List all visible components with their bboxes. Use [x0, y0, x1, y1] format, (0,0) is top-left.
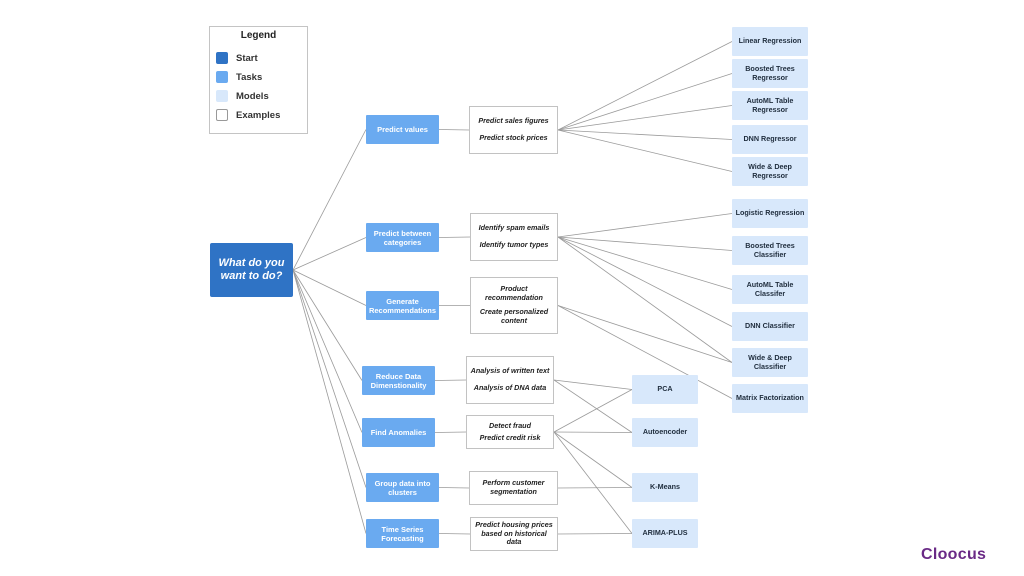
model-k-means[interactable]: K-Means: [632, 473, 698, 502]
connector-line: [438, 533, 471, 535]
connector-line: [553, 379, 633, 433]
task-predict-values[interactable]: Predict values: [366, 115, 439, 144]
connector-line: [553, 379, 633, 390]
legend-swatch-examples: [216, 109, 228, 121]
example-box[interactable]: Predict housing prices based on historic…: [470, 517, 558, 551]
model-pca[interactable]: PCA: [632, 375, 698, 404]
model-dnn-classifier[interactable]: DNN Classifier: [732, 312, 808, 341]
legend-swatch-start: [216, 52, 228, 64]
connector-line: [292, 269, 367, 488]
connector-line: [557, 533, 633, 535]
legend-item-models: Models: [216, 90, 269, 102]
legend-swatch-tasks: [216, 71, 228, 83]
example-text: Predict sales figures: [478, 116, 549, 126]
legend-label: Models: [236, 90, 269, 102]
connector-line: [292, 269, 367, 534]
task-find-anomalies[interactable]: Find Anomalies: [362, 418, 435, 447]
connector-line: [557, 236, 733, 363]
model-automl-table-regressor[interactable]: AutoML Table Regressor: [732, 91, 808, 120]
task-generate-recommendations[interactable]: Generate Recommendations: [366, 291, 439, 320]
legend-label: Tasks: [236, 71, 263, 83]
connector-line: [553, 431, 633, 488]
connector-line: [557, 73, 733, 131]
task-time-series-forecasting[interactable]: Time Series Forecasting: [366, 519, 439, 548]
task-group-data-into-clusters[interactable]: Group data into clusters: [366, 473, 439, 502]
connector-line: [292, 269, 367, 306]
model-dnn-regressor[interactable]: DNN Regressor: [732, 125, 808, 154]
legend-label: Start: [236, 52, 258, 64]
model-logistic-regression[interactable]: Logistic Regression: [732, 199, 808, 228]
example-box[interactable]: Detect fraud Predict credit risk: [466, 415, 554, 449]
connector-line: [292, 269, 363, 433]
connector-line: [553, 389, 633, 433]
connector-line: [557, 236, 733, 251]
cloocus-logo: Cloocus: [921, 546, 987, 563]
model-wide-deep-regressor[interactable]: Wide & Deep Regressor: [732, 157, 808, 186]
connector-line: [438, 487, 470, 489]
model-matrix-factorization[interactable]: Matrix Factorization: [732, 384, 808, 413]
example-text: Predict housing prices based on historic…: [475, 520, 553, 547]
model-linear-regression[interactable]: Linear Regression: [732, 27, 808, 56]
example-text: Identify spam emails: [478, 223, 550, 233]
connector-line: [557, 213, 733, 238]
model-automl-table-classifier[interactable]: AutoML Table Classifer: [732, 275, 808, 304]
task-reduce-data-dimensionality[interactable]: Reduce Data Dimenstionality: [362, 366, 435, 395]
start-node[interactable]: What do you want to do?: [210, 243, 293, 297]
example-text: Predict credit risk: [479, 432, 541, 442]
example-text: Predict stock prices: [479, 133, 548, 143]
connector-line: [557, 129, 733, 140]
connector-line: [434, 379, 467, 381]
connector-line: [553, 431, 633, 534]
legend: Legend Start Tasks Models Examples: [209, 26, 308, 134]
model-autoencoder[interactable]: Autoencoder: [632, 418, 698, 447]
legend-title: Legend: [240, 30, 277, 41]
example-box[interactable]: Predict sales figures Predict stock pric…: [469, 106, 558, 154]
example-text: Identify tumor types: [479, 240, 549, 250]
example-box[interactable]: Analysis of written text Analysis of DNA…: [466, 356, 554, 404]
example-box[interactable]: Perform customer segmentation: [469, 471, 558, 505]
example-box[interactable]: Identify spam emails Identify tumor type…: [470, 213, 558, 261]
connector-line: [553, 431, 633, 433]
connector-line: [292, 237, 367, 271]
connector-line: [557, 105, 733, 131]
example-text: Product recommendation: [485, 284, 543, 303]
model-wide-deep-classifier[interactable]: Wide & Deep Classifier: [732, 348, 808, 377]
example-text: Analysis of written text: [470, 366, 550, 376]
model-arima-plus[interactable]: ARIMA-PLUS: [632, 519, 698, 548]
connector-line: [292, 129, 367, 271]
connector-line: [557, 305, 733, 399]
example-box[interactable]: Product recommendation Create personaliz…: [470, 277, 558, 334]
example-text: Create personalized content: [479, 307, 549, 325]
legend-item-tasks: Tasks: [216, 71, 262, 83]
model-boosted-trees-regressor[interactable]: Boosted Trees Regressor: [732, 59, 808, 88]
connector-line: [438, 129, 470, 131]
example-text: Perform customer segmentation: [482, 478, 545, 496]
connector-line: [557, 41, 733, 131]
connector-line: [557, 487, 633, 489]
connector-line: [557, 236, 733, 290]
connector-line: [434, 431, 467, 433]
connector-line: [438, 236, 471, 238]
model-boosted-trees-classifier[interactable]: Boosted Trees Classifier: [732, 236, 808, 265]
example-text: Detect fraud: [489, 420, 531, 430]
legend-label: Examples: [236, 109, 281, 121]
task-predict-between-categories[interactable]: Predict between categories: [366, 223, 439, 252]
connector-line: [557, 129, 733, 172]
legend-swatch-models: [216, 90, 228, 102]
legend-item-examples: Examples: [216, 109, 280, 121]
example-text: Analysis of DNA data: [473, 383, 547, 393]
connector-line: [557, 305, 733, 363]
legend-item-start: Start: [216, 52, 258, 64]
connector-line: [557, 236, 733, 327]
connector-line: [292, 269, 363, 381]
